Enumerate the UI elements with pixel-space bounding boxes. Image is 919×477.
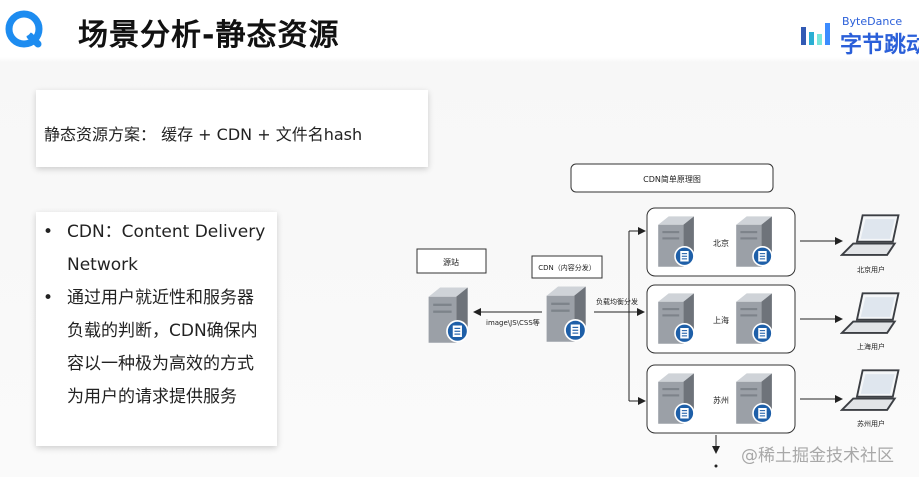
node-beijing: 北京 xyxy=(646,207,796,277)
continuation-dot-icon xyxy=(714,464,718,468)
cdn-diagram: CDN简单原理图 源站 CDN（内容分发） image\JS\CSS等 负载均衡… xyxy=(416,163,900,468)
user-label: 上海用户 xyxy=(857,342,885,351)
bullet-dot-icon: • xyxy=(43,222,54,242)
brand-chinese: 字节跳动 xyxy=(840,33,919,58)
suzhou-server-b-icon xyxy=(735,372,773,424)
origin-label-box xyxy=(416,248,487,274)
bullet-dot-icon: • xyxy=(43,288,54,308)
page-title: 场景分析-静态资源 xyxy=(78,18,340,53)
node-suzhou: 苏州 xyxy=(646,364,796,434)
cdn-label-box xyxy=(531,255,603,279)
load-balance-label: 负载均衡分发 xyxy=(596,297,638,306)
cdn-server-icon xyxy=(545,285,587,342)
origin-label: 源站 xyxy=(443,257,459,267)
node-city-label: 苏州 xyxy=(713,395,729,405)
user-label: 苏州用户 xyxy=(857,419,885,428)
brand-english: ByteDance xyxy=(842,15,903,28)
shanghai-user-laptop-icon xyxy=(840,292,900,334)
watermark: @稀土掘金技术社区 xyxy=(741,446,894,466)
bullet-list: • CDN：Content Delivery Network • 通过用户就近性… xyxy=(40,216,272,414)
diagram-title-box xyxy=(570,163,774,193)
node-city-label: 北京 xyxy=(713,238,729,248)
bullet-item-cdn: • CDN：Content Delivery Network xyxy=(40,216,272,282)
bytedance-mark-icon xyxy=(801,23,830,45)
q-logo-icon xyxy=(5,10,43,48)
beijing-user-laptop-icon xyxy=(840,214,900,256)
bullet-item-description: • 通过用户就近性和服务器负载的判断，CDN确保内容以一种极为高效的方式为用户的… xyxy=(40,282,262,414)
shanghai-server-b-icon xyxy=(735,292,773,344)
solution-text: 静态资源方案： 缓存 + CDN + 文件名hash xyxy=(44,125,363,144)
resources-label: image\JS\CSS等 xyxy=(486,318,540,327)
suzhou-server-a-icon xyxy=(657,372,695,424)
beijing-server-b-icon xyxy=(735,215,773,267)
bullet-text: 通过用户就近性和服务器负载的判断，CDN确保内容以一种极为高效的方式为用户的请求… xyxy=(67,288,258,407)
cdn-description-card: • CDN：Content Delivery Network • 通过用户就近性… xyxy=(36,212,277,446)
cdn-label: CDN（内容分发） xyxy=(538,263,596,272)
diagram-title: CDN简单原理图 xyxy=(643,174,701,184)
shanghai-server-a-icon xyxy=(657,292,695,344)
node-city-label: 上海 xyxy=(713,315,729,325)
suzhou-user-laptop-icon xyxy=(840,369,900,411)
user-label: 北京用户 xyxy=(857,265,885,274)
origin-server-icon xyxy=(427,286,469,343)
node-shanghai: 上海 xyxy=(646,284,796,354)
bullet-text: CDN：Content Delivery Network xyxy=(67,222,266,275)
solution-card: 静态资源方案： 缓存 + CDN + 文件名hash xyxy=(36,90,428,167)
beijing-server-a-icon xyxy=(657,215,695,267)
